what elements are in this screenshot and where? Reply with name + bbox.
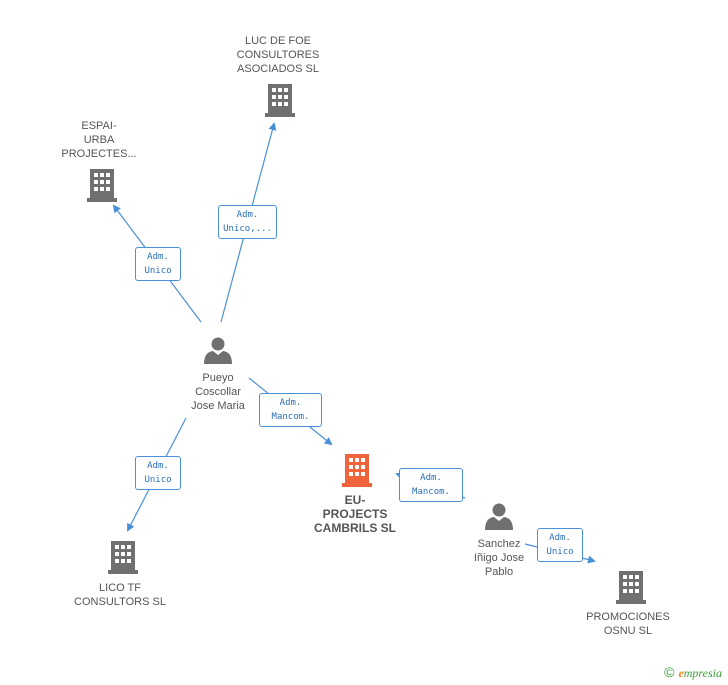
edge-label-line: Adm. <box>420 473 442 483</box>
person-label-sanchez[interactable]: Sanchez Iñigo Jose Pablo <box>473 538 525 578</box>
edge-label-line: Mancom. <box>412 487 450 497</box>
edge-label-line: Mancom. <box>271 412 310 422</box>
company-label-eu-projects[interactable]: EU- PROJECTS CAMBRILS SL <box>314 493 396 535</box>
person-label-pueyo[interactable]: Pueyo Coscollar Jose Maria <box>191 372 245 412</box>
person-icon <box>485 503 513 530</box>
building-icon <box>108 541 138 574</box>
edge-label-line: Unico <box>144 475 172 485</box>
edge-label-line: Unico <box>144 266 172 276</box>
edge-label-sanchez-promo: Adm. Unico <box>537 528 583 562</box>
edge-label-line: Adm. <box>147 461 169 471</box>
edge-label-pueyo-luc: Adm. Unico,... <box>218 205 277 239</box>
edge-label-line: Unico <box>546 547 574 557</box>
person-icon <box>204 337 232 364</box>
edge-label-pueyo-lico: Adm. Unico <box>135 456 181 490</box>
building-icon <box>87 169 117 202</box>
edge-label-line: Unico,... <box>223 224 272 234</box>
company-label-promociones-osnu[interactable]: PROMOCIONES OSNU SL <box>586 611 670 637</box>
company-label-lico-tf[interactable]: LICO TF CONSULTORS SL <box>74 582 166 608</box>
edge-label-pueyo-espai: Adm. Unico <box>135 247 181 281</box>
edge-label-line: Adm. <box>279 398 302 408</box>
edge-label-sanchez-eu: Adm. Mancom. <box>399 468 463 502</box>
edge-label-line: Adm. <box>549 533 571 543</box>
brand-logo-text: mpresia <box>683 666 722 680</box>
company-label-luc-de-foe[interactable]: LUC DE FOE CONSULTORES ASOCIADOS SL <box>236 35 320 75</box>
building-icon-main <box>342 454 372 487</box>
edge-label-pueyo-eu: Adm. Mancom. <box>259 393 322 427</box>
brand-logo: ©empresia <box>664 664 722 681</box>
copyright-symbol: © <box>664 664 675 680</box>
building-icon <box>616 571 646 604</box>
building-icon <box>265 84 295 117</box>
edge-label-line: Adm. <box>147 252 169 262</box>
company-label-espai-urba[interactable]: ESPAI- URBA PROJECTES... <box>61 120 137 160</box>
edge-label-line: Adm. <box>236 210 259 220</box>
brand-logo-e: e <box>678 666 684 680</box>
